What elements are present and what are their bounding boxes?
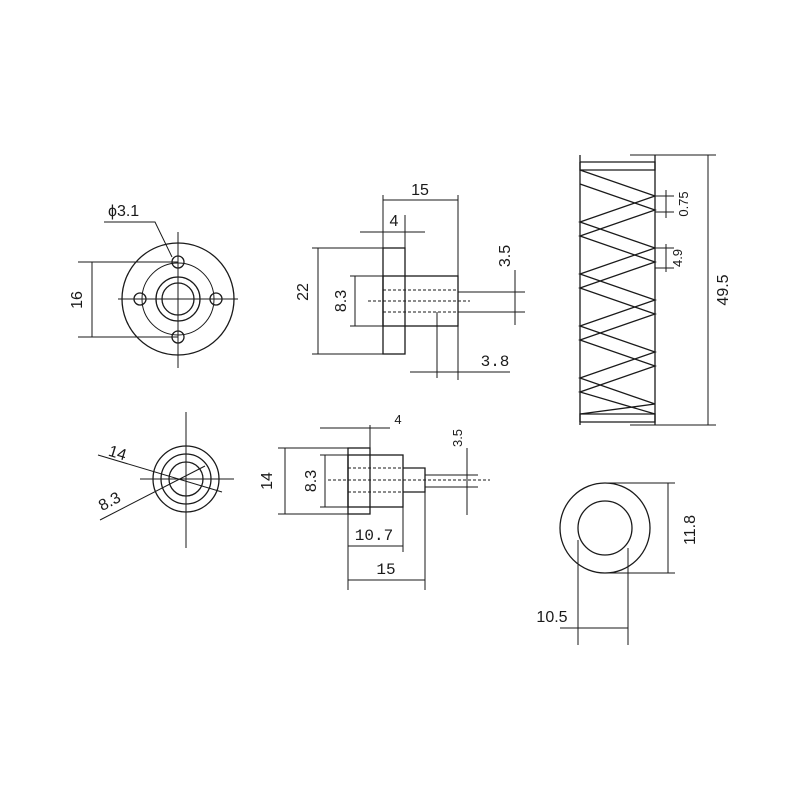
dim14-leader — [97, 454, 223, 493]
lower-body-label: 10.7 — [355, 527, 393, 545]
flange-nut-side-view: 15 4 22 8.3 3.5 3.8 — [295, 182, 525, 380]
lower-flange — [347, 447, 371, 515]
spring-end-height-label: 11.8 — [682, 515, 699, 545]
lower-length-label: 15 — [376, 561, 395, 579]
side-thread-label: 3.5 — [497, 245, 514, 267]
spring-wire-label: 4.9 — [670, 249, 685, 267]
side-bore-label: 8.3 — [333, 290, 350, 312]
lower-bore-label: 8.3 — [303, 470, 320, 492]
hole-dia-label: ϕ3.1 — [108, 203, 139, 220]
hole-leader — [104, 221, 173, 258]
front-bore-label: 8.3 — [96, 489, 124, 514]
spring-end-width-label: 10.5 — [536, 609, 567, 626]
lower-hub — [347, 454, 404, 508]
spring-coils-a — [578, 169, 657, 415]
nut-front-view-lower: 14 8.3 — [96, 412, 234, 548]
lower-flange-thk-label: 4 — [394, 412, 401, 427]
side-height-label: 22 — [295, 283, 312, 301]
side-step-label: 3.8 — [481, 353, 510, 371]
nut-side-view-lower: 4 3.5 14 8.3 10.7 15 — [259, 412, 490, 590]
spring-coils-b — [577, 183, 657, 415]
lower-height-label: 14 — [259, 472, 276, 490]
flange-dia-label: 16 — [69, 291, 86, 309]
spring-end-inner — [577, 500, 633, 556]
flange-nut-front-view: ϕ3.1 16 — [69, 203, 238, 368]
lower-thread-label: 3.5 — [450, 429, 465, 447]
spring-top-end — [579, 161, 656, 171]
spring-bottom-end — [579, 413, 656, 423]
spring-end-outer — [559, 482, 651, 574]
side-length-label: 15 — [411, 182, 429, 199]
spring-end-view: 11.8 10.5 — [536, 482, 699, 645]
dim83-leader — [99, 465, 206, 521]
spring-side-view: 49.5 0.75 4.9 — [577, 154, 732, 426]
front-outer-label: 14 — [106, 443, 128, 464]
spring-pitch-label: 0.75 — [676, 191, 691, 216]
spring-length-label: 49.5 — [715, 274, 732, 305]
side-flange-thk-label: 4 — [390, 213, 399, 230]
